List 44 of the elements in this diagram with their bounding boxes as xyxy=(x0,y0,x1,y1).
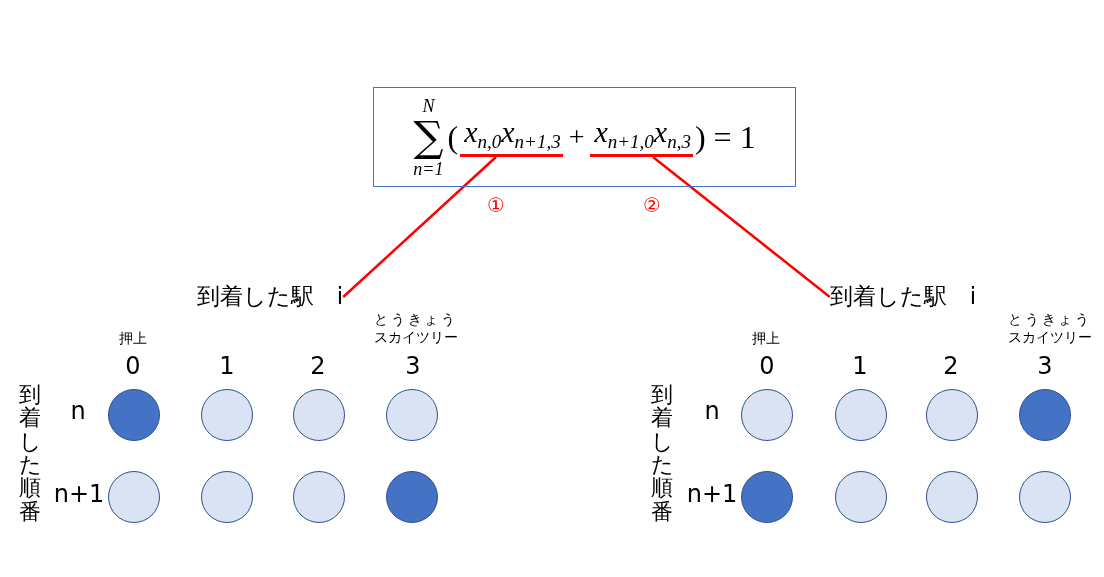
column-number: 3 xyxy=(405,353,421,381)
column-number: 2 xyxy=(310,353,326,381)
column-number: 0 xyxy=(759,353,775,381)
column-title: 到着した駅 i xyxy=(829,283,977,311)
row-label: n+1 xyxy=(53,481,105,509)
underlined-term: x$_{n,0}$x$_{n+1,3}$ xyxy=(460,117,563,157)
circle-marker xyxy=(386,389,438,441)
circle-marker xyxy=(293,471,345,523)
column-number: 0 xyxy=(125,353,141,381)
circle-marker xyxy=(201,471,253,523)
column-number: 1 xyxy=(852,353,868,381)
circle-marker xyxy=(741,471,793,523)
column-title: 到着した駅 i xyxy=(196,283,344,311)
station-label: とうきょうスカイツリー xyxy=(373,309,459,347)
row-title: 到着した順番 xyxy=(651,383,673,523)
formula-text: ) = 1 xyxy=(694,121,756,153)
leader-line xyxy=(342,156,497,298)
circle-marker xyxy=(926,389,978,441)
row-label: n xyxy=(704,398,720,426)
circle-marker xyxy=(108,389,160,441)
column-number: 3 xyxy=(1037,353,1053,381)
station-label: 押上 xyxy=(119,329,147,347)
row-label: n+1 xyxy=(686,481,738,509)
station-label: とうきょうスカイツリー xyxy=(1007,309,1093,347)
circle-marker xyxy=(1019,389,1071,441)
formula-text: ( xyxy=(447,121,459,153)
circle-marker xyxy=(926,471,978,523)
row-label: n xyxy=(70,398,86,426)
column-number: 2 xyxy=(943,353,959,381)
circle-marker xyxy=(835,471,887,523)
column-number: 1 xyxy=(219,353,235,381)
circle-marker xyxy=(386,471,438,523)
station-label: 押上 xyxy=(752,329,780,347)
underlined-term: x$_{n+1,0}$x$_{n,3}$ xyxy=(590,117,693,157)
circle-marker xyxy=(293,389,345,441)
circle-marker xyxy=(1019,471,1071,523)
leader-line xyxy=(652,156,831,298)
formula-text: + xyxy=(568,123,585,151)
formula-box xyxy=(373,87,796,187)
row-title: 到着した順番 xyxy=(19,383,41,523)
circle-marker xyxy=(201,389,253,441)
circle-marker xyxy=(108,471,160,523)
circle-marker xyxy=(741,389,793,441)
circle-marker xyxy=(835,389,887,441)
